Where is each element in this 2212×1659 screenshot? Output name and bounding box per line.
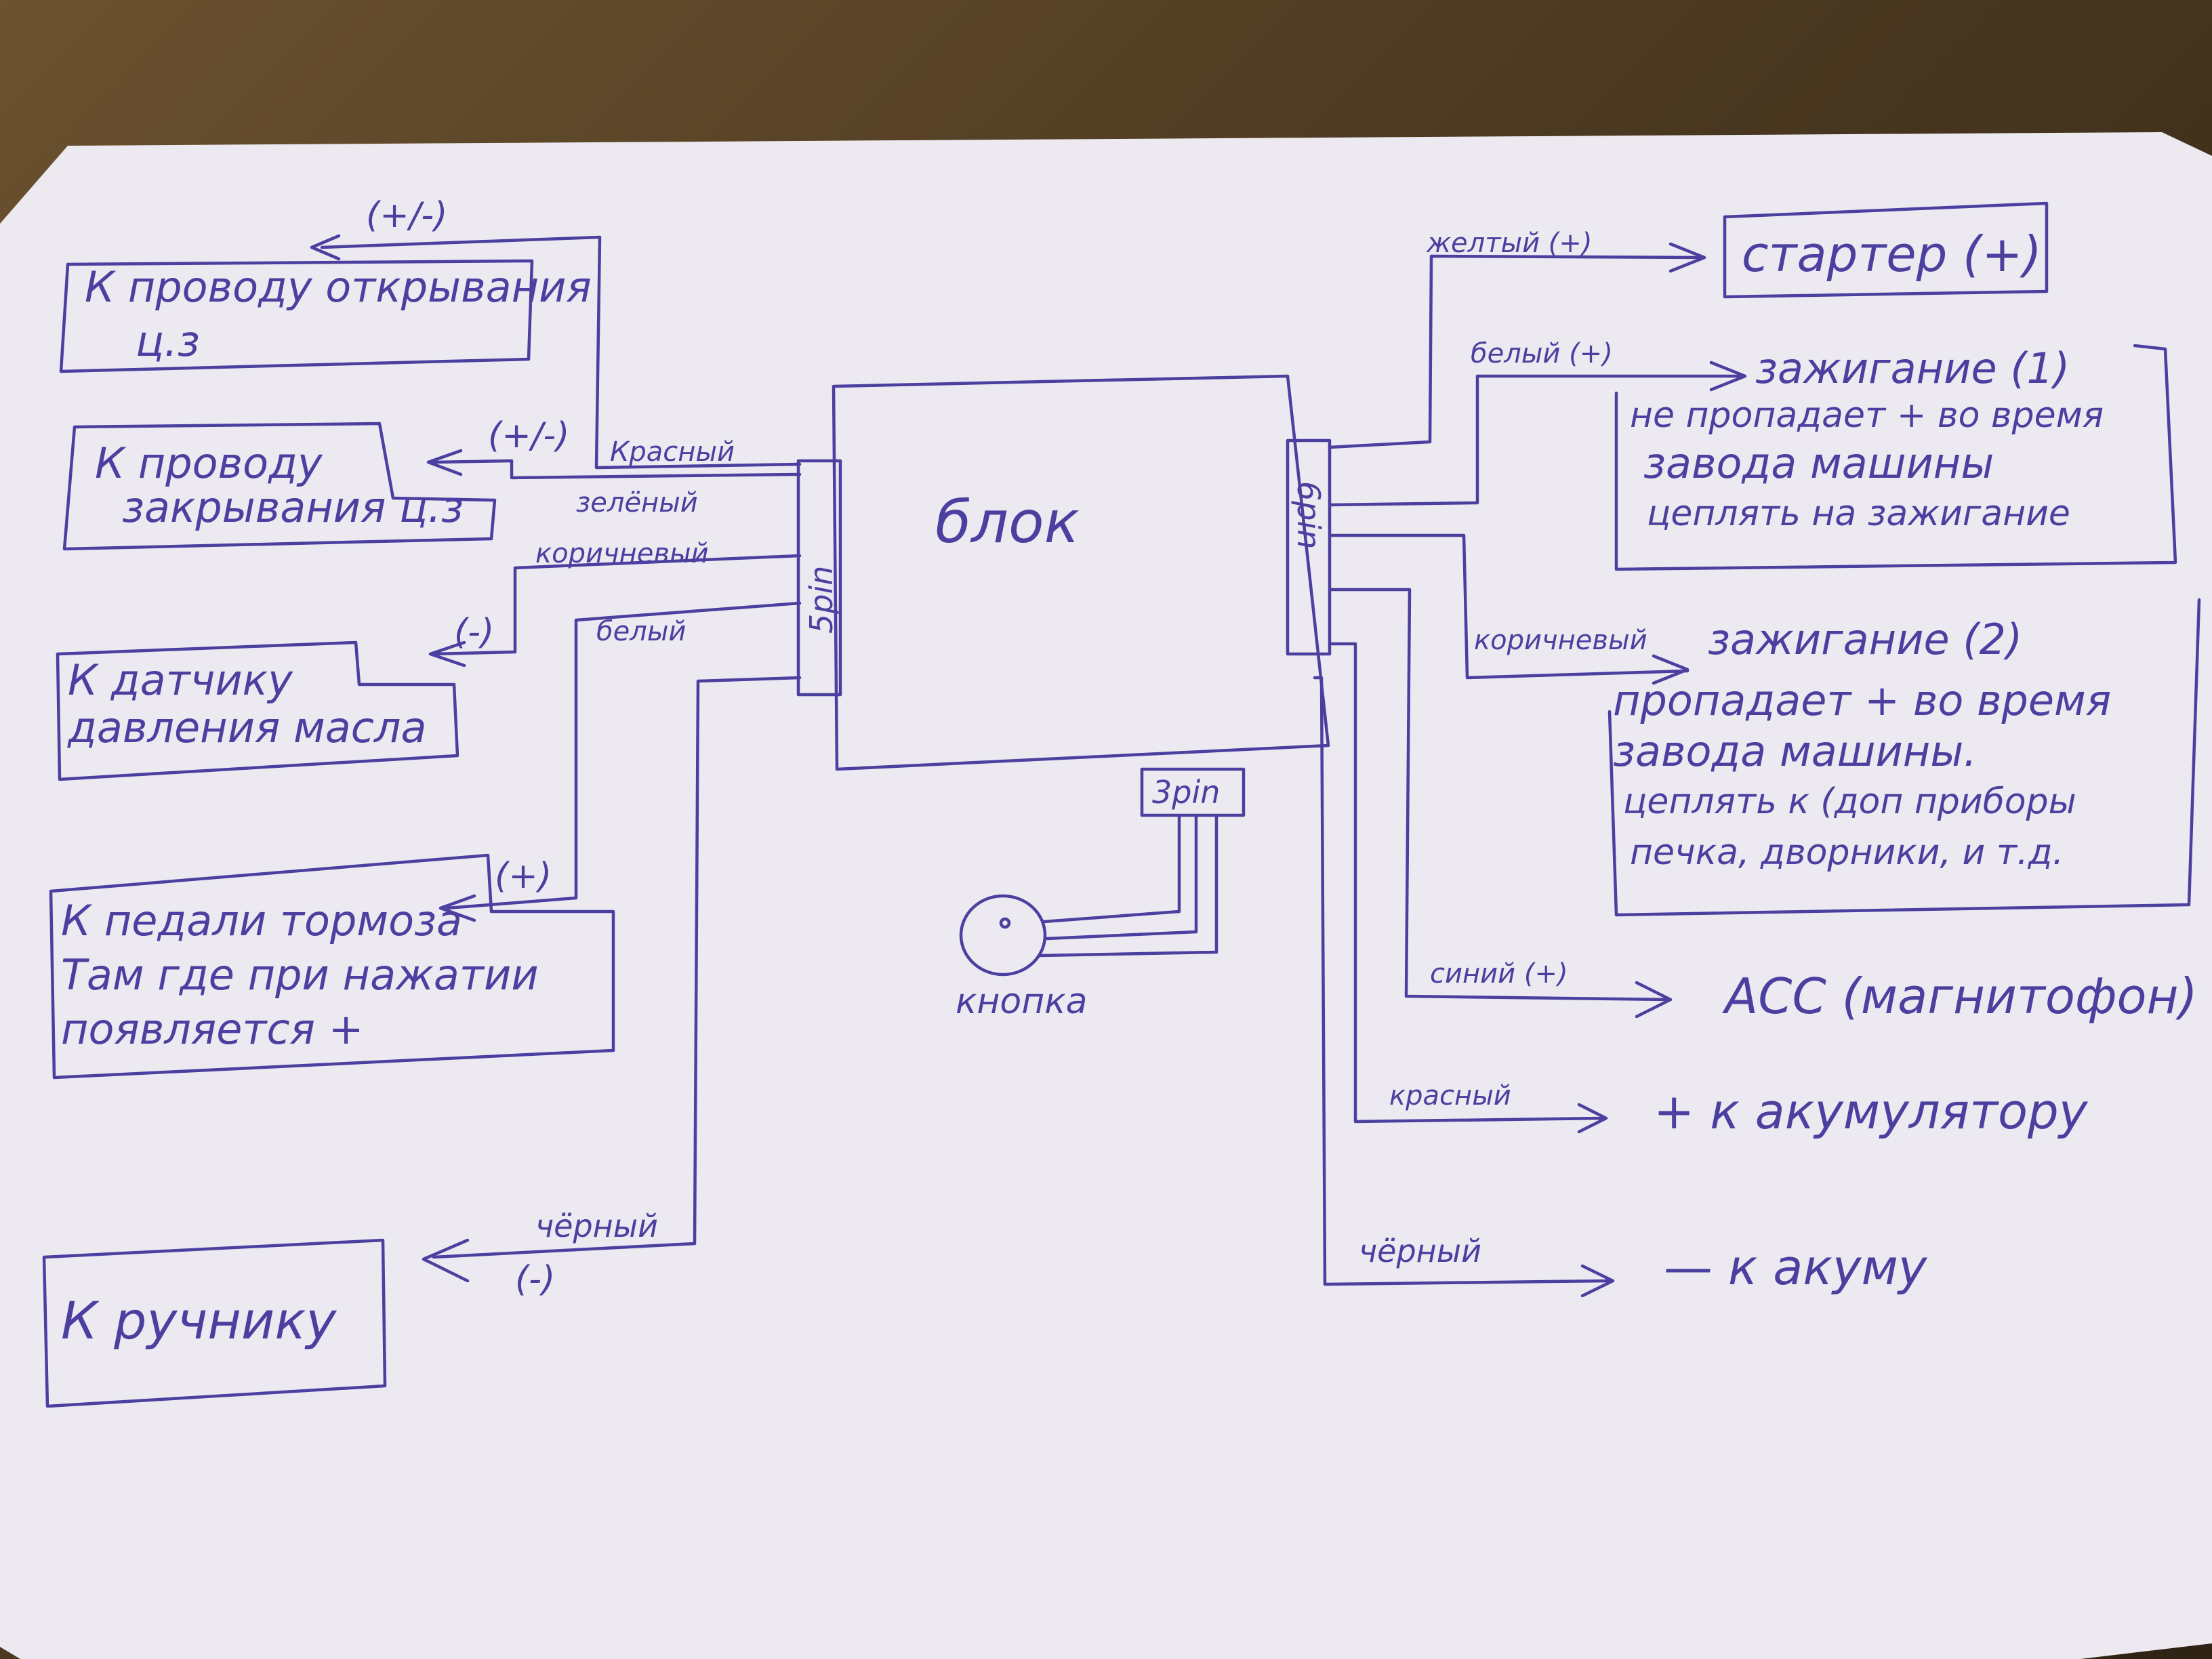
left-target-4: К педали тормоза Там где при нажатии поя… [49, 601, 802, 1080]
right-target-3-line-5: печка, дворники, и т.д. [1630, 832, 2064, 873]
left-target-4-polarity: (+) [495, 856, 552, 897]
button-symbol: кнопка [956, 815, 1218, 1022]
right-target-4: ACC (магнитофон) синий (+) [1328, 588, 2198, 1025]
right-target-1-line-1: стартер (+) [1742, 226, 2042, 283]
left-wire-3: коричневый [535, 538, 709, 569]
left-target-1-polarity: (+/-) [366, 195, 447, 236]
left-target-4-line-1: К педали тормоза [61, 896, 462, 945]
left-target-5-line-1: К ручнику [61, 1290, 337, 1351]
right-target-3-line-2: пропадает + во время [1613, 676, 2111, 725]
left-target-3-polarity: (-) [454, 612, 494, 653]
left-target-1-line-1: К проводу открывания [85, 262, 592, 312]
left-target-4-line-2: Там где при нажатии [61, 950, 539, 1000]
right-target-6: — к акуму чёрный [1313, 676, 1928, 1298]
right-target-3-line-3: завода машины. [1613, 726, 1977, 776]
button-label: кнопка [956, 981, 1088, 1022]
left-target-2-line-2: закрывания ц.з [122, 483, 464, 532]
right-target-2-line-2: не пропадает + во время [1630, 395, 2104, 436]
right-wire-1: желтый (+) [1426, 228, 1593, 259]
block-label: блок [935, 489, 1080, 556]
left-wire-5: чёрный [535, 1208, 658, 1244]
left-target-2-polarity: (+/-) [488, 415, 569, 456]
right-target-2: зажигание (1) не пропадает + во время за… [1328, 338, 2177, 571]
left-target-3: К датчику давления масла (-) коричневый [56, 538, 802, 781]
left-target-2: К проводу закрывания ц.з (+/-) зелёный [62, 415, 802, 551]
right-target-4-line-1: ACC (магнитофон) [1722, 968, 2198, 1025]
connector-6pin-label: 6pin [1290, 481, 1327, 549]
right-target-2-line-1: зажигание (1) [1755, 344, 2070, 393]
right-target-2-line-3: завода машины [1643, 438, 1994, 488]
left-target-5-polarity: (-) [515, 1259, 555, 1300]
right-wire-3: коричневый [1474, 625, 1647, 656]
control-block: блок [832, 374, 1330, 771]
connector-3pin-label: 3pin [1152, 774, 1220, 811]
left-target-1-line-2: ц.з [136, 316, 200, 366]
left-target-5: К ручнику (-) чёрный [42, 676, 802, 1408]
right-target-2-line-4: цеплять на зажигание [1647, 493, 2070, 534]
left-target-2-line-1: К проводу [95, 438, 323, 488]
left-target-1: К проводу открывания ц.з (+/-) Красный [59, 195, 802, 470]
connector-5pin-label: 5pin [803, 566, 840, 634]
right-wire-4: синий (+) [1430, 958, 1568, 989]
left-target-3-line-1: К датчику [68, 655, 293, 705]
connector-6pin: 6pin [1286, 438, 1332, 656]
right-target-6-line-1: — к акуму [1664, 1239, 1928, 1296]
left-target-4-line-3: появляется + [61, 1004, 364, 1054]
right-wire-5: красный [1389, 1080, 1511, 1111]
connector-3pin: 3pin [1140, 767, 1246, 817]
right-target-5-line-1: + к акумулятору [1654, 1083, 2089, 1140]
left-wire-2: зелёный [576, 487, 698, 518]
right-target-1: стартер (+) желтый (+) [1328, 201, 2049, 449]
left-target-3-line-2: давления масла [67, 703, 426, 752]
left-wire-4: белый [596, 616, 686, 647]
right-wire-2: белый (+) [1471, 338, 1613, 369]
left-wire-1: Красный [610, 436, 735, 468]
right-target-5: + к акумулятору красный [1328, 642, 2089, 1140]
right-wire-6: чёрный [1359, 1233, 1481, 1269]
right-target-3-line-4: цеплять к (доп приборы [1623, 781, 2076, 822]
right-target-3-line-1: зажигание (2) [1708, 615, 2022, 664]
paper-sheet [0, 132, 2212, 1659]
right-target-3: зажигание (2) пропадает + во время завод… [1328, 533, 2201, 917]
connector-5pin: 5pin [796, 459, 842, 697]
